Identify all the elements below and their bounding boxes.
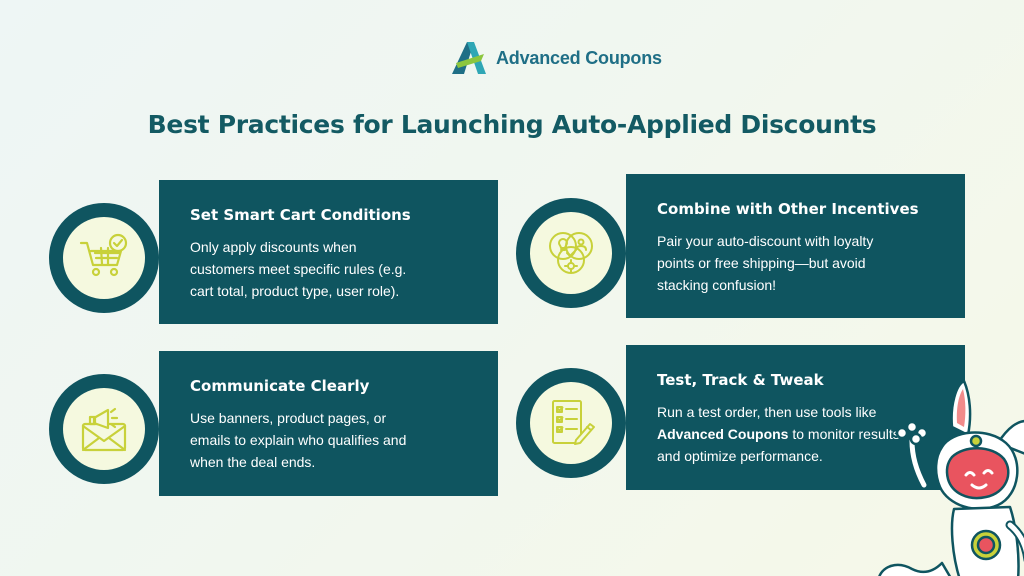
- robot-mascot-icon: [878, 379, 1024, 576]
- megaphone-envelope-icon: [81, 407, 127, 452]
- card-1-icon-disc: [63, 217, 145, 299]
- card-3-icon-disc: [63, 388, 145, 470]
- venn-diagram-icon: [549, 232, 593, 274]
- brand-header: Advanced Coupons: [450, 40, 662, 76]
- card-smart-cart-conditions: Set Smart Cart Conditions Only apply dis…: [159, 180, 498, 324]
- card-title: Combine with Other Incentives: [657, 200, 919, 218]
- brand-name: Advanced Coupons: [496, 47, 662, 68]
- card-4-icon-disc: [530, 382, 612, 464]
- card-title: Communicate Clearly: [190, 377, 370, 395]
- card-title: Test, Track & Tweak: [657, 371, 824, 389]
- card-text: Only apply discounts when customers meet…: [190, 239, 407, 299]
- card-combine-incentives: Combine with Other Incentives Pair your …: [626, 174, 965, 318]
- advanced-coupons-logo-icon: [452, 42, 486, 74]
- card-text: Run a test order, then use tools like Ad…: [657, 404, 900, 464]
- card-text: Pair your auto-discount with loyalty poi…: [657, 233, 874, 293]
- page-title: Best Practices for Launching Auto-Applie…: [147, 110, 877, 139]
- card-2-icon-disc: [530, 212, 612, 294]
- checklist-pencil-icon: [552, 400, 595, 445]
- shopping-cart-check-icon: [79, 233, 128, 277]
- card-communicate-clearly: Communicate Clearly Use banners, product…: [159, 351, 498, 496]
- card-title: Set Smart Cart Conditions: [190, 206, 411, 224]
- card-text: Use banners, product pages, or emails to…: [190, 410, 407, 470]
- card-test-track-tweak: Test, Track & Tweak Run a test order, th…: [626, 345, 965, 490]
